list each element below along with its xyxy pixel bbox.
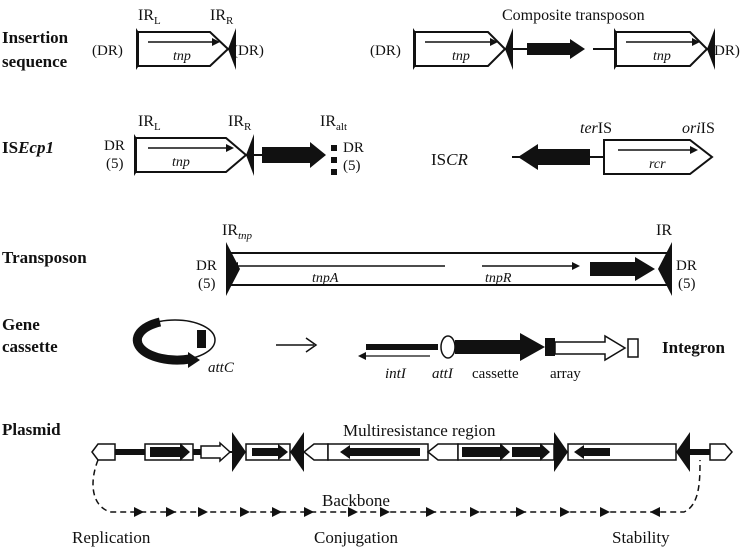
isecp1-ir-r-triangle: [246, 134, 254, 176]
isecp1-dr-right-n: (5): [343, 158, 361, 174]
circular-attc-site: [197, 330, 206, 348]
plasmid-left-end: [91, 443, 116, 461]
array-label: array: [550, 366, 581, 382]
transposon-ir-left: IRtnp: [222, 222, 253, 242]
composite-right-tnp-label: tnp: [653, 49, 671, 64]
composite-left-tnp-box: [414, 31, 507, 67]
isecp1-mobilized-gene: [262, 142, 326, 168]
empty-cassette-gene: [554, 334, 627, 362]
row-label-isecp1-prefix: IS: [2, 138, 18, 157]
multiresistance-label: Multiresistance region: [343, 421, 496, 440]
row-label-insertion-line1: Insertion: [2, 28, 69, 47]
circular-cassette-gene: [132, 317, 191, 365]
is-tnp-box: [137, 31, 230, 67]
integrated-attc-site: [545, 338, 555, 356]
conjugation-label: Conjugation: [314, 528, 399, 547]
transposon-dr-right-n: (5): [678, 276, 696, 292]
transposon-dr-left-n: (5): [198, 276, 216, 292]
row-label-transposon: Transposon: [2, 248, 87, 267]
transposon-dr-left: DR: [196, 258, 217, 274]
plasmid-right-end: [709, 443, 733, 461]
integrated-cassette-gene: [455, 333, 545, 361]
attc-label: attC: [208, 360, 235, 376]
composite-left-ir-r: [505, 28, 513, 70]
inti-label: intI: [385, 366, 407, 382]
composite-dr-left: (DR): [370, 43, 401, 59]
replication-label: Replication: [72, 528, 151, 547]
plasmid-open-gene-1: [200, 441, 232, 463]
composite-transposon-title: Composite transposon: [502, 7, 645, 24]
atti-site: [440, 335, 456, 359]
isecp1-dr-right: DR: [343, 140, 364, 156]
composite-transposon-element: Composite transposon (DR) (DR) tnp tnp: [370, 7, 740, 70]
isecp1-ir-left: IRL: [138, 113, 161, 133]
composite-right-ir-r: [707, 28, 715, 70]
plasmid-backbone-loop: [92, 459, 701, 513]
row-label-isecp1: ISEcp1: [2, 138, 54, 157]
cassette-element: attC intI attI cassette array Integron: [132, 317, 726, 382]
transposon-ir-right-triangle: [658, 242, 672, 296]
backbone-label: Backbone: [322, 491, 390, 510]
isecp1-tnp-box: [135, 137, 248, 173]
cassette-label: cassette: [472, 366, 519, 382]
iscr-label: ISCR: [431, 150, 468, 169]
row-label-isecp1-suffix: Ecp1: [17, 138, 54, 157]
isecp1-dr-left-n: (5): [106, 156, 124, 172]
iscr-rcr-label: rcr: [649, 157, 666, 172]
is-dr-right: (DR): [233, 43, 264, 59]
is-ir-right-triangle: [228, 28, 236, 70]
insertion-sequence-element: IRL IRR (DR) (DR) tnp: [92, 7, 264, 70]
is-ir-right: IRR: [210, 7, 234, 27]
is-tnp-label: tnp: [173, 49, 191, 64]
transposon-tnpa-label: tnpA: [312, 271, 339, 286]
row-label-cassette-line2: cassette: [2, 337, 58, 356]
transposon-tnpr-label: tnpR: [485, 271, 512, 286]
integron-label: Integron: [662, 338, 726, 357]
isecp1-ir-alt-dot-2: [331, 157, 337, 163]
is-tnp-arrow-head: [212, 38, 220, 46]
empty-attc-site: [627, 338, 639, 358]
row-label-plasmid: Plasmid: [2, 420, 61, 439]
iscr-oriis: oriIS: [682, 120, 715, 137]
is-dr-left: (DR): [92, 43, 123, 59]
row-label-insertion-line2: sequence: [2, 52, 68, 71]
composite-right-tnp-box: [615, 31, 709, 67]
iscr-teris: terIS: [580, 120, 612, 137]
transposon-resistance-gene: [590, 257, 655, 281]
transposon-element: IRtnp IR DR (5) DR (5) tnpA tnpR: [196, 222, 697, 296]
isecp1-element: IRL IRR IRalt DR (5) DR (5) tnp: [104, 113, 364, 176]
iscr-rcr-box: [603, 139, 714, 175]
is-ir-left: IRL: [138, 7, 161, 27]
isecp1-ir-right: IRR: [228, 113, 252, 133]
transposon-dr-right: DR: [676, 258, 697, 274]
transposon-ir-right: IR: [656, 222, 672, 239]
composite-left-tnp-label: tnp: [452, 49, 470, 64]
row-label-cassette-line1: Gene: [2, 315, 40, 334]
isecp1-ir-alt-dot-3: [331, 169, 337, 175]
backbone-arrowheads: [134, 507, 660, 517]
isecp1-dr-left: DR: [104, 138, 125, 154]
transposon-ir-left-triangle: [226, 242, 240, 296]
composite-dr-right: (DR): [709, 43, 740, 59]
plasmid-central-pentagon: [302, 443, 329, 461]
atti-label: attI: [432, 366, 454, 382]
plasmid-element: Multiresistance region: [72, 421, 733, 547]
composite-resistance-gene: [527, 39, 585, 59]
inti-gene: [366, 344, 438, 350]
isecp1-tnp-label: tnp: [172, 155, 190, 170]
stability-label: Stability: [612, 528, 670, 547]
isecp1-ir-alt-dot-1: [331, 145, 337, 151]
iscr-element: ISCR terIS oriIS rcr: [431, 120, 715, 175]
iscr-resistance-gene: [518, 144, 590, 170]
isecp1-ir-alt: IRalt: [320, 113, 347, 133]
